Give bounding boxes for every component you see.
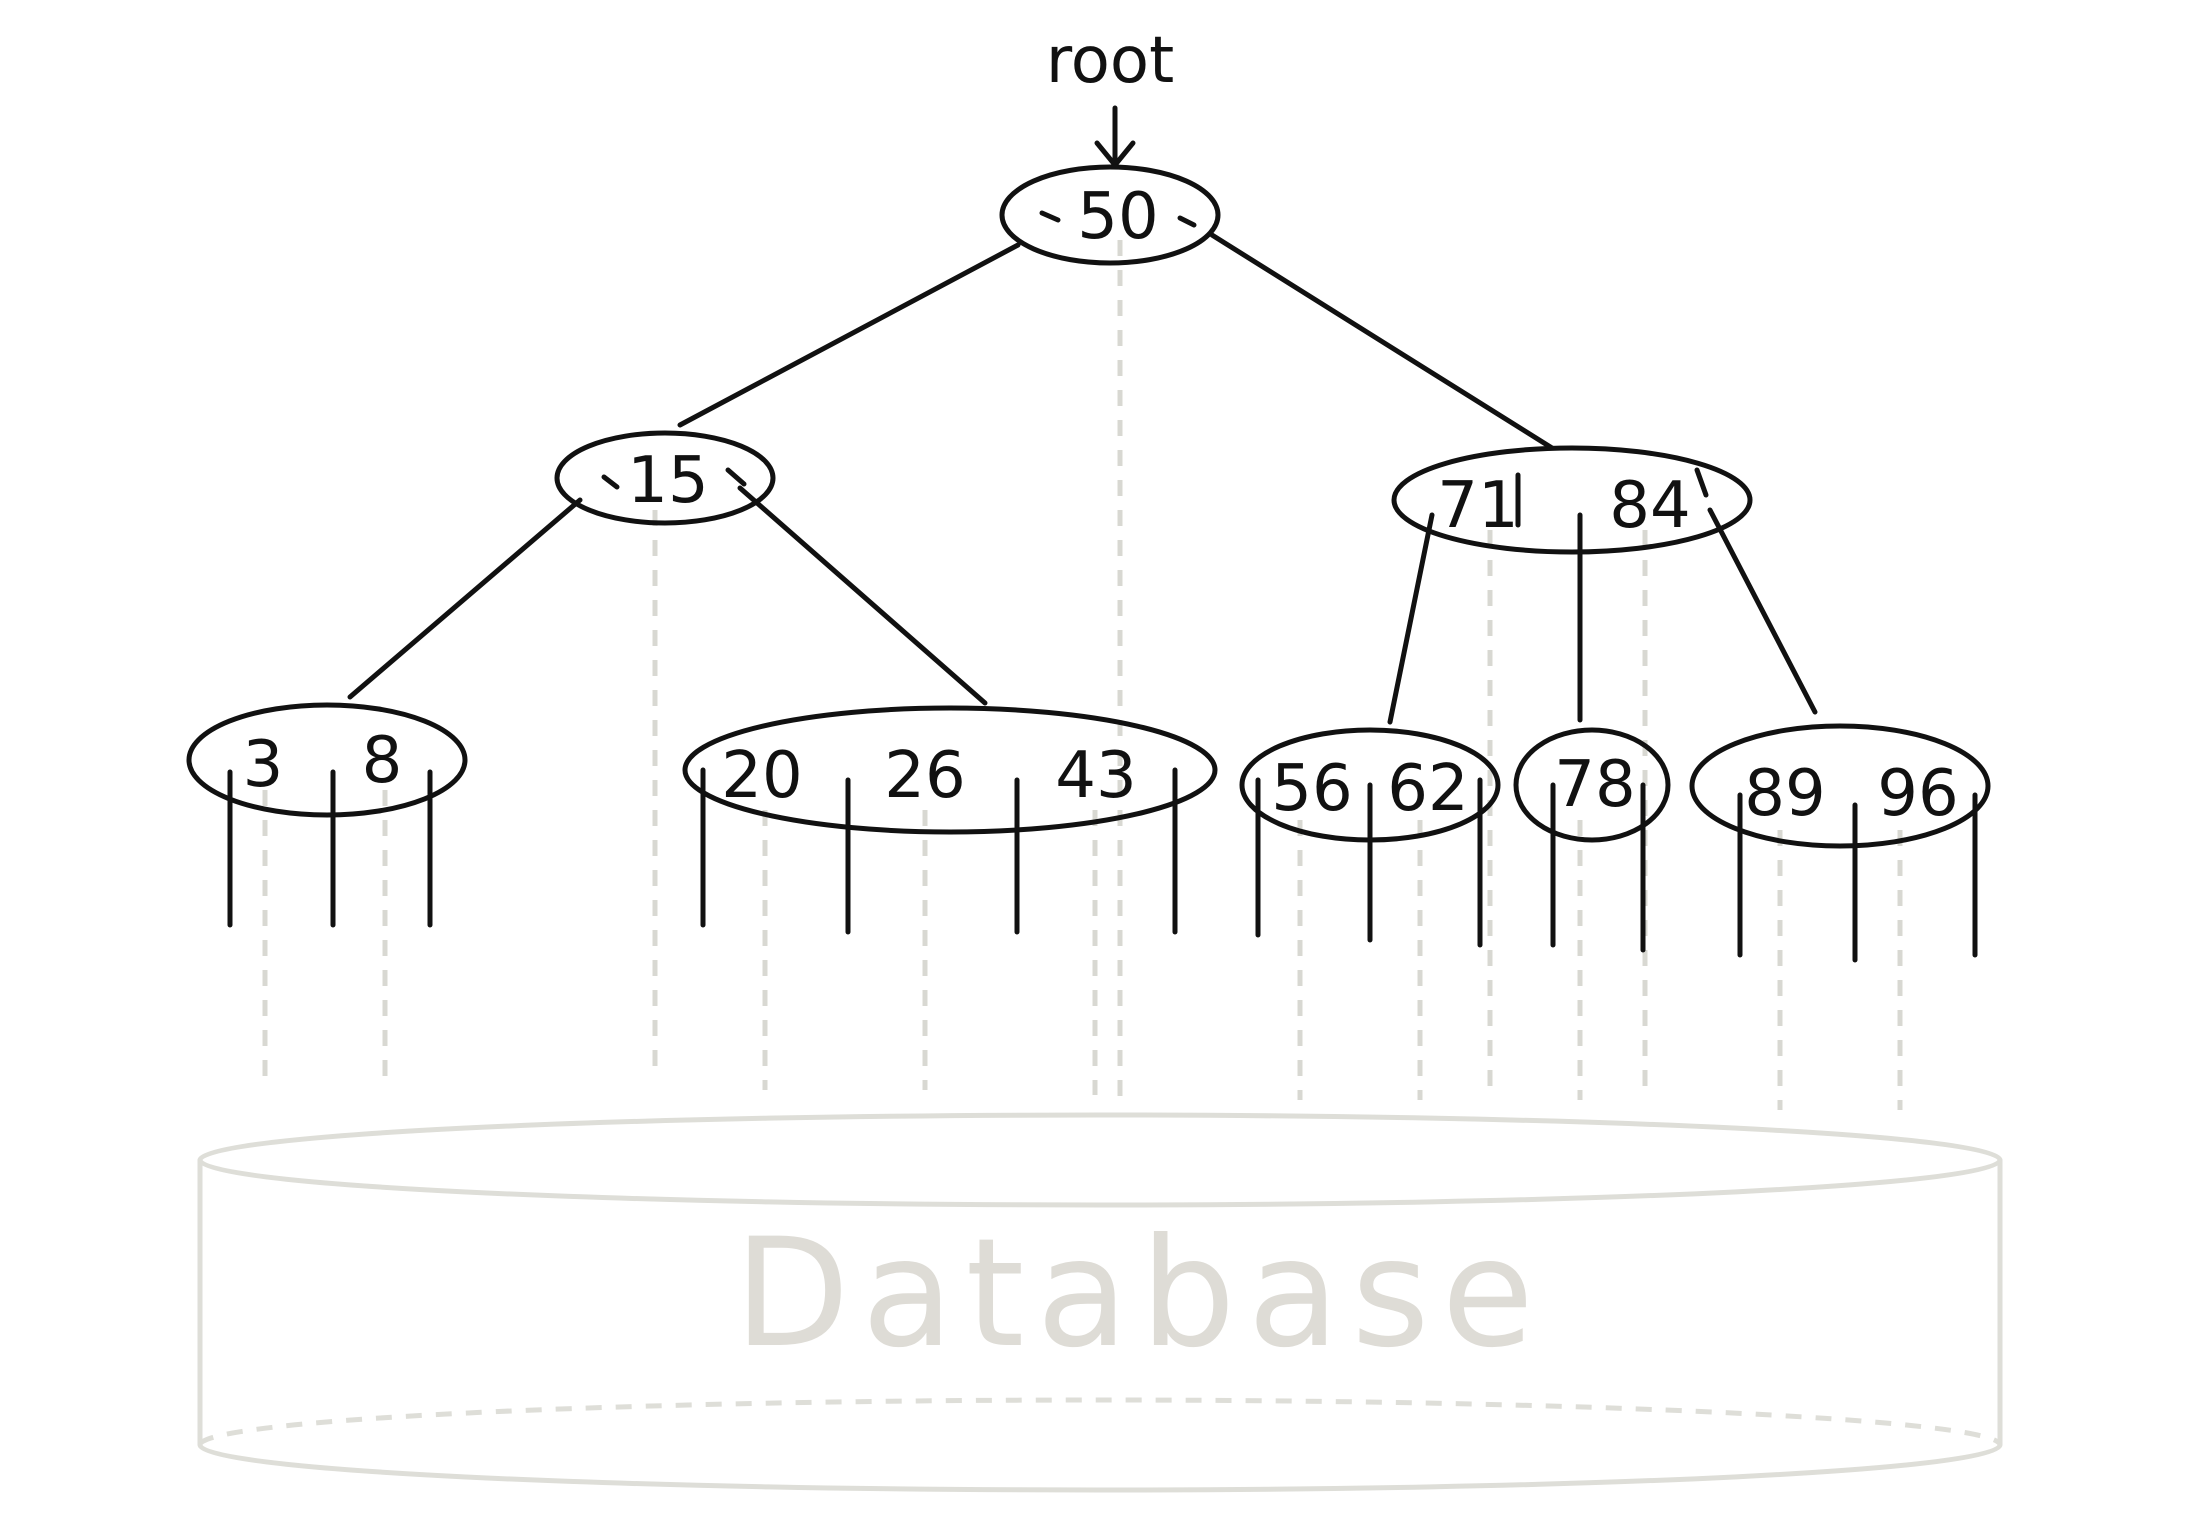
database-cylinder: Database xyxy=(197,1112,2003,1493)
leaf-node: 78 xyxy=(1513,727,1671,953)
node-key: 20 xyxy=(721,739,802,813)
node-key: 71 xyxy=(1437,469,1518,543)
node-key: 84 xyxy=(1609,469,1690,543)
node-key: 78 xyxy=(1554,748,1635,822)
database-label: Database xyxy=(734,1207,1546,1381)
node-key: 62 xyxy=(1387,752,1468,826)
root-arrow-icon xyxy=(1094,105,1136,168)
record-pointer-lines xyxy=(262,240,1903,1110)
node-key: 3 xyxy=(243,728,284,802)
internal-node-right: 71 84 xyxy=(1391,445,1753,555)
node-key: 89 xyxy=(1744,757,1825,831)
node-key: 96 xyxy=(1877,757,1958,831)
leaf-node: 89 96 xyxy=(1689,723,1991,963)
internal-node-left: 15 xyxy=(554,430,776,526)
leaf-node: 56 62 xyxy=(1239,727,1501,948)
node-key: 15 xyxy=(627,444,708,518)
node-key: 56 xyxy=(1271,752,1352,826)
node-key: 26 xyxy=(884,739,965,813)
node-key: 50 xyxy=(1077,180,1158,254)
root-label: root xyxy=(1046,24,1174,98)
tree-edges xyxy=(347,232,1818,725)
node-key: 8 xyxy=(362,724,403,798)
node-key: 43 xyxy=(1055,739,1136,813)
leaf-node: 3 8 xyxy=(186,702,468,928)
leaf-node: 20 26 43 xyxy=(682,705,1218,935)
root-node: 50 xyxy=(999,164,1221,266)
